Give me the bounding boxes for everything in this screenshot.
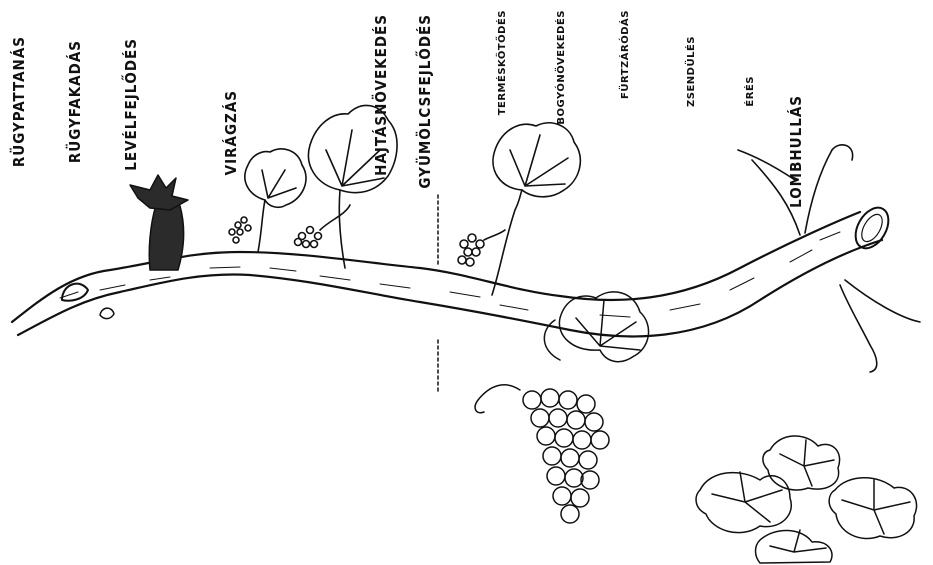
grape-cluster	[475, 292, 648, 523]
fallen-leaves	[696, 436, 916, 563]
vine-cane	[12, 202, 895, 336]
leaf-fall-tendrils	[738, 145, 920, 372]
fruit-set-shoot	[458, 123, 580, 295]
growing-shoot	[295, 105, 398, 268]
bursting-bud	[130, 175, 188, 270]
flowering-shoot	[229, 149, 306, 252]
